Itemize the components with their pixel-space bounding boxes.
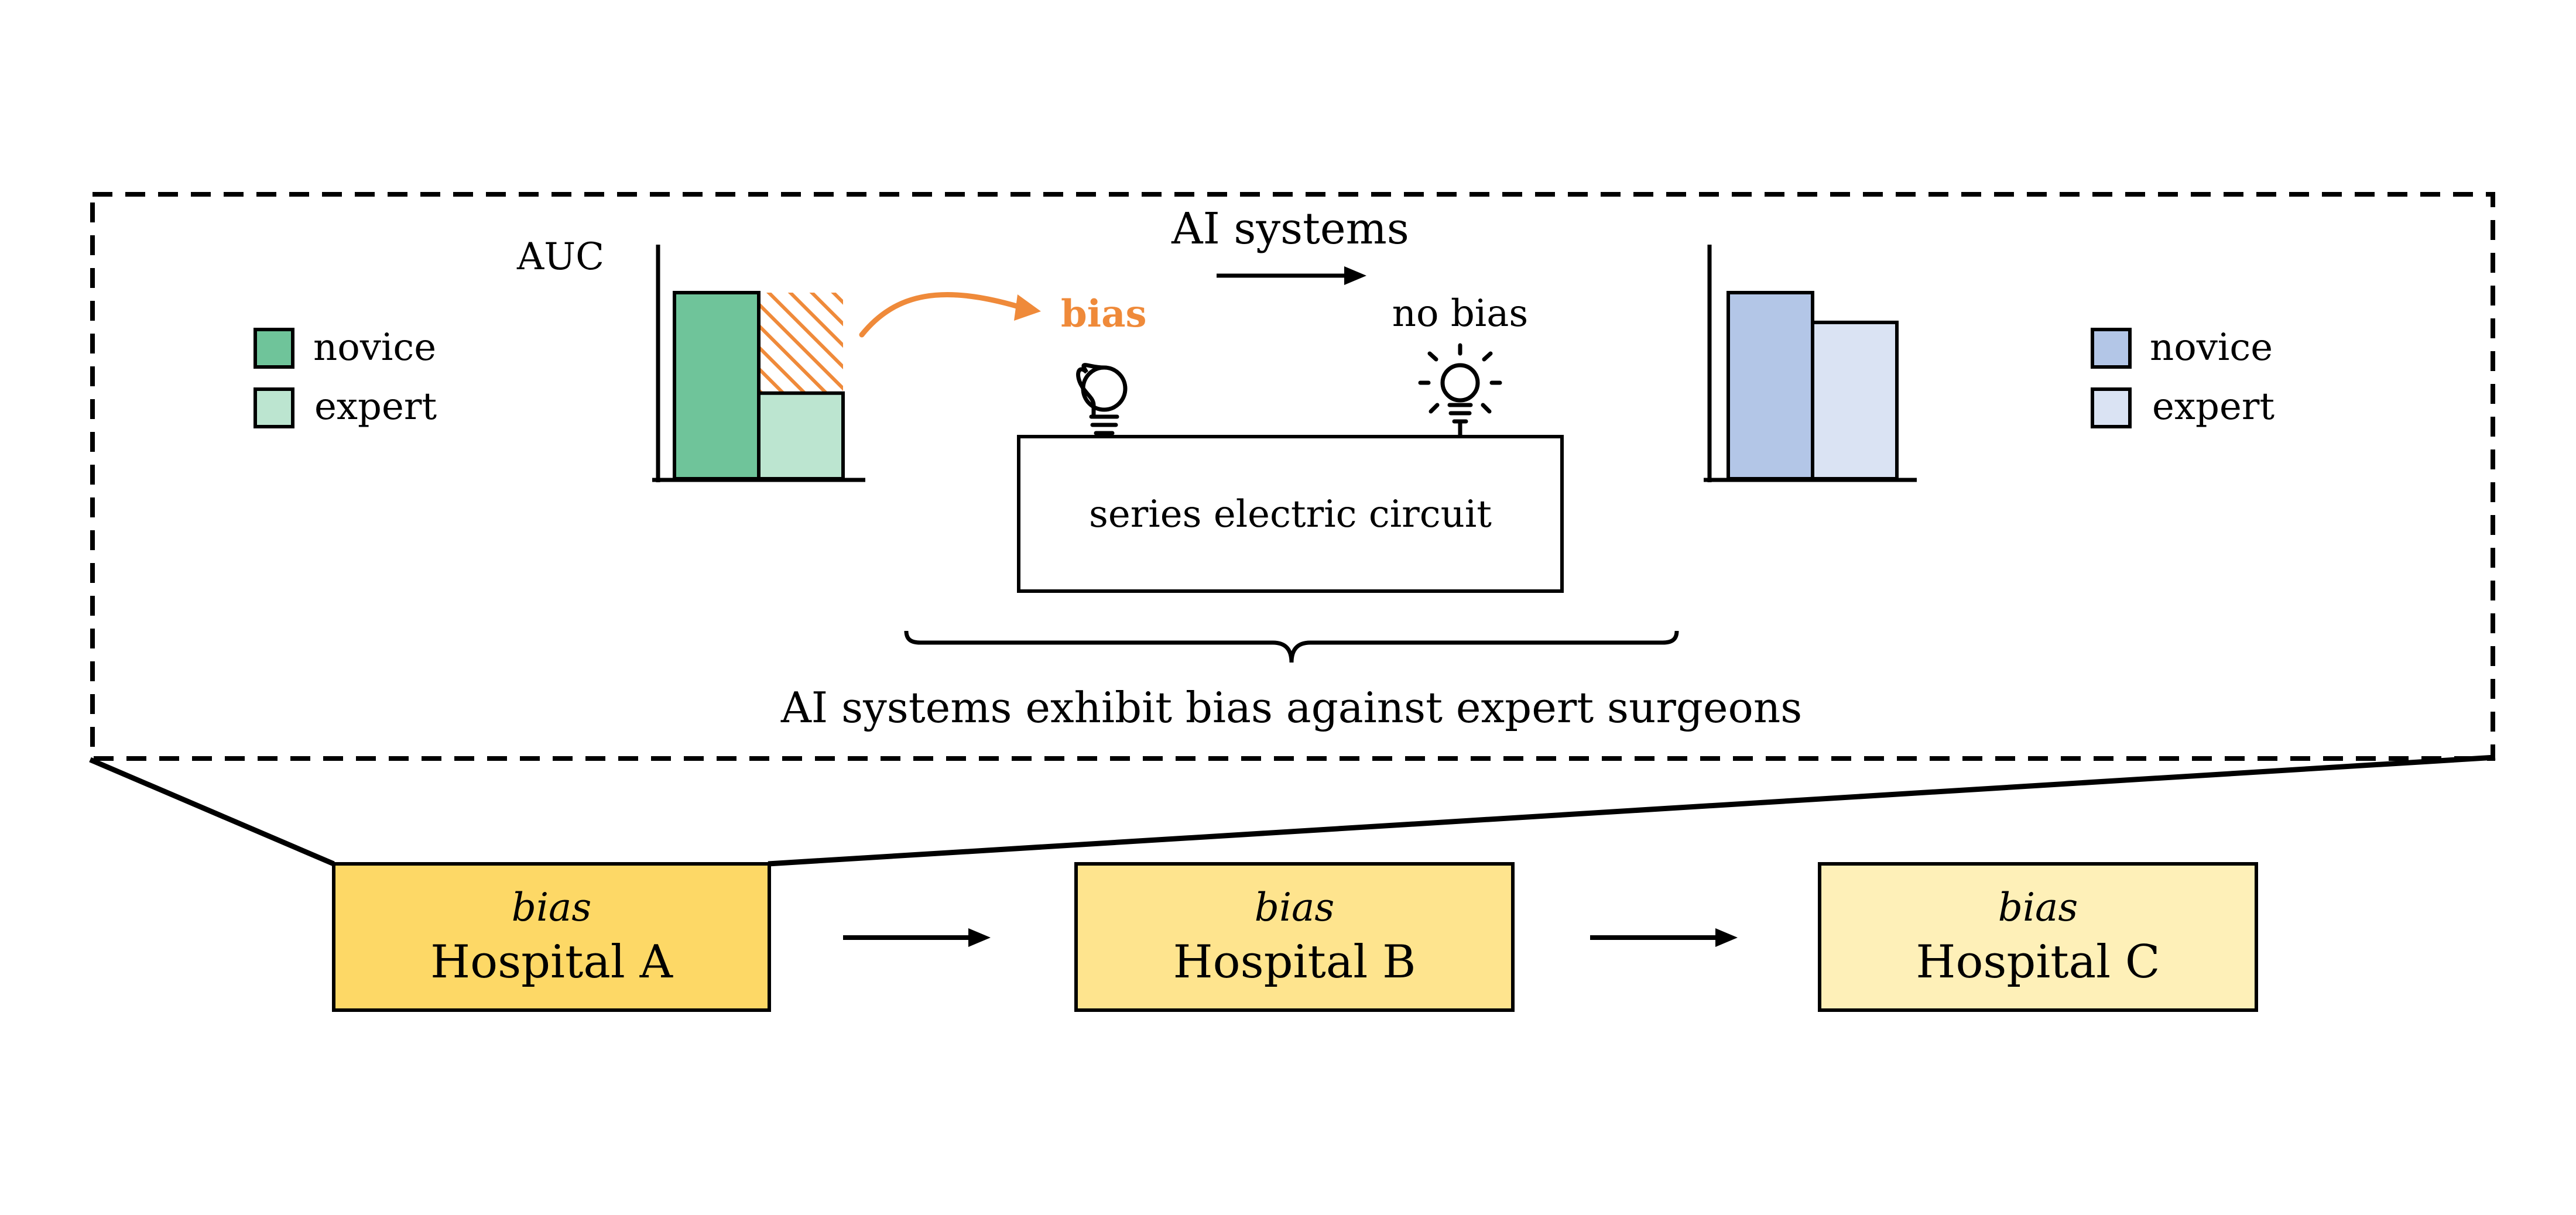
left-bar-novice bbox=[673, 291, 761, 480]
right-bar-chart bbox=[1704, 245, 1917, 482]
right-legend-label-expert: expert bbox=[2152, 385, 2274, 428]
left-bar-chart: AUC bbox=[516, 235, 865, 482]
right-legend-swatch-novice bbox=[2091, 328, 2132, 369]
hospital-a-tag: bias bbox=[512, 885, 592, 930]
series-circuit-box bbox=[1017, 435, 1564, 593]
detail-panel-border bbox=[90, 192, 2495, 761]
left-legend: novice expert bbox=[254, 326, 437, 428]
caption: AI systems exhibit bias against expert s… bbox=[780, 683, 1802, 732]
arrow-a-to-b-head bbox=[968, 928, 991, 947]
hospital-a-name: Hospital A bbox=[430, 936, 673, 989]
hospital-a: bias Hospital A bbox=[332, 862, 771, 1012]
right-legend-swatch-expert bbox=[2091, 387, 2132, 428]
right-bar-expert bbox=[1811, 320, 1899, 480]
hospital-a-box bbox=[332, 862, 771, 1012]
left-legend-swatch-expert bbox=[254, 387, 294, 428]
bias-arrow-curve bbox=[859, 292, 1022, 338]
hospital-c-name: Hospital C bbox=[1916, 936, 2160, 989]
right-bar-novice bbox=[1727, 291, 1814, 480]
left-bias-gap-hatch bbox=[759, 293, 843, 393]
series-circuit-label: series electric circuit bbox=[1089, 493, 1492, 536]
curly-brace bbox=[904, 630, 1679, 663]
no-bias-label: no bias bbox=[1392, 292, 1529, 335]
left-legend-swatch-novice bbox=[254, 328, 294, 369]
left-legend-label-novice: novice bbox=[313, 326, 436, 369]
circuit-section: AI systems bias no bias bbox=[780, 204, 1802, 732]
bias-arrow bbox=[859, 292, 1041, 338]
hospital-b: bias Hospital B bbox=[1074, 862, 1515, 1012]
lightbulb-on-icon bbox=[1418, 343, 1502, 439]
hospital-b-tag: bias bbox=[1255, 885, 1335, 930]
hospital-c: bias Hospital C bbox=[1818, 862, 2258, 1012]
bias-arrow-head bbox=[1014, 294, 1041, 321]
left-chart-axis-label: AUC bbox=[516, 235, 604, 279]
hospital-c-tag: bias bbox=[1998, 885, 2078, 930]
left-legend-label-expert: expert bbox=[314, 385, 437, 428]
circuit-title-arrowhead bbox=[1344, 266, 1366, 285]
right-legend-label-novice: novice bbox=[2150, 326, 2273, 369]
arrow-b-to-c-head bbox=[1715, 928, 1738, 947]
zoom-line-right bbox=[768, 754, 2496, 867]
lightbulb-off-icon bbox=[1076, 363, 1128, 439]
bias-label: bias bbox=[1061, 292, 1147, 336]
circuit-title: AI systems bbox=[1171, 204, 1409, 254]
hospital-b-name: Hospital B bbox=[1173, 936, 1416, 989]
zoom-line-left bbox=[89, 757, 335, 867]
right-legend: novice expert bbox=[2091, 326, 2274, 428]
left-bar-expert bbox=[757, 391, 845, 480]
hospital-b-box bbox=[1074, 862, 1515, 1012]
hospital-c-box bbox=[1818, 862, 2258, 1012]
